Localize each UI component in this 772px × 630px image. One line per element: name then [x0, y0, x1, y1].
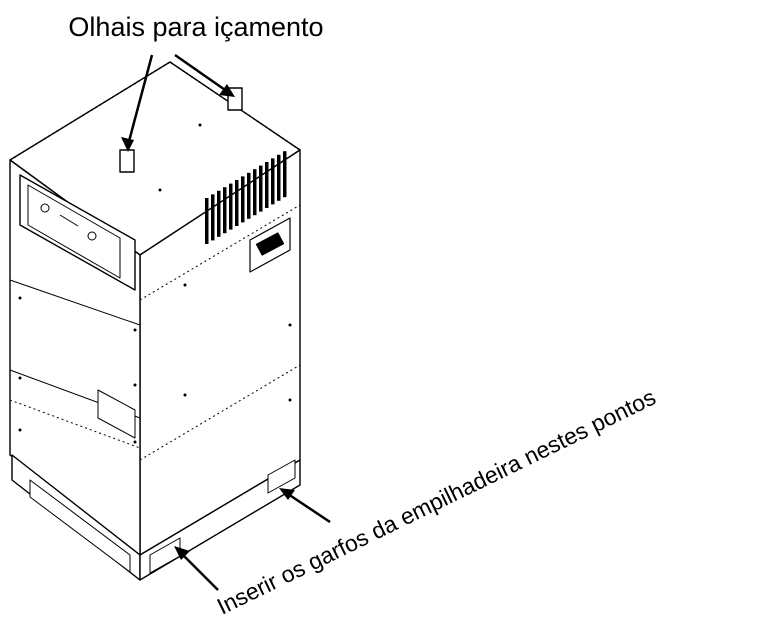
vent-slot: [205, 198, 209, 244]
front-seam-1: [9, 279, 141, 326]
vent-slot: [211, 194, 215, 241]
forklift-pocket-right: [267, 459, 296, 494]
vent-slot: [229, 183, 233, 230]
cabinet-body: [9, 61, 301, 581]
vent-grille: [205, 151, 287, 244]
lifting-eye-front: [119, 149, 135, 173]
label-lifting-eyes: Olhais para içamento: [68, 12, 323, 42]
control-knob-1: [40, 203, 50, 213]
vent-slot: [253, 169, 257, 216]
arrow-forklift-left: [179, 551, 219, 591]
arrowhead-forklift-left: [174, 546, 190, 560]
vent-slot: [271, 158, 275, 205]
control-knob-2: [87, 231, 97, 241]
callout-arrows: [121, 53, 331, 591]
arrow-forklift-right: [284, 490, 331, 524]
right-seam-2: [139, 364, 301, 461]
rivet-dots: [18, 123, 292, 444]
vent-slot: [223, 187, 227, 234]
vent-slot: [247, 172, 251, 219]
vent-slot: [217, 190, 221, 237]
vent-slot: [283, 151, 287, 198]
vent-slot: [277, 154, 281, 201]
arrowhead-forklift-right: [279, 488, 295, 500]
top-edge-dotted-back: [169, 61, 301, 151]
vent-slot: [265, 162, 269, 208]
vent-slot: [259, 165, 263, 212]
front-access-panel: [97, 389, 136, 439]
front-seam-3: [9, 399, 141, 449]
side-label-logo: [255, 232, 285, 256]
vent-slot: [241, 176, 245, 223]
control-panel-inner: [27, 184, 121, 279]
arrow-lifting-eye-front: [126, 54, 154, 146]
top-edge-dotted-left: [9, 61, 171, 161]
arrowhead-lifting-eye-back: [219, 84, 235, 97]
arrowhead-lifting-eye-front: [121, 137, 134, 152]
forklift-pocket-front: [29, 479, 131, 573]
right-seam-1: [139, 204, 301, 301]
control-indicator: [59, 214, 79, 227]
vent-slot: [235, 180, 239, 226]
arrow-lifting-eye-back: [174, 53, 229, 94]
